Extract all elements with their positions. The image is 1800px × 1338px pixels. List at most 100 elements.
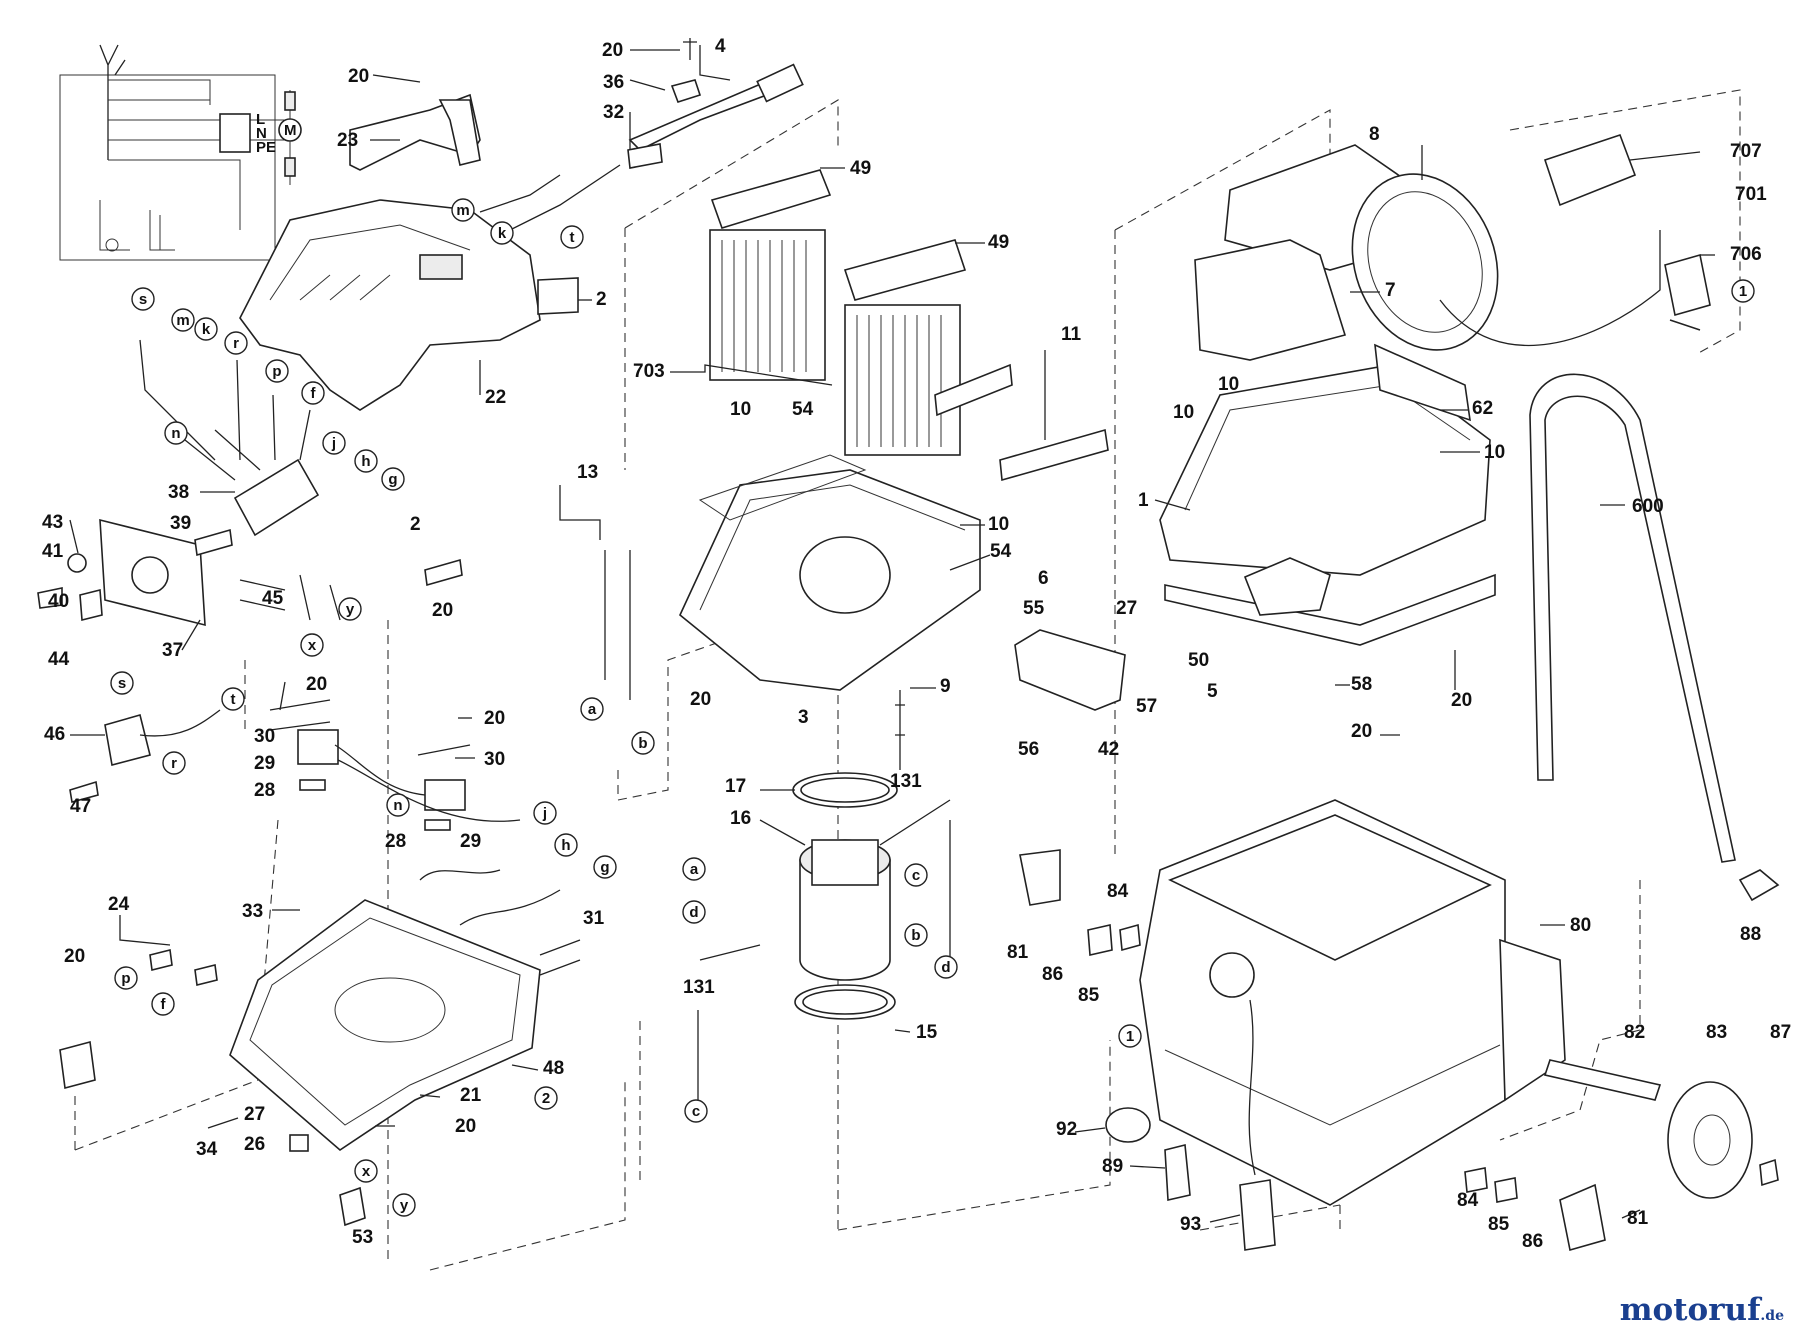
connection-marker-letter: x xyxy=(362,1163,371,1180)
connection-marker-circle xyxy=(1118,1024,1142,1048)
part-number-label: 36 xyxy=(603,72,624,93)
part-number-label: 41 xyxy=(42,541,64,562)
part-number-label: 55 xyxy=(1023,598,1045,619)
connection-marker-letter: j xyxy=(331,435,336,452)
part-number-label: 707 xyxy=(1730,141,1762,162)
connection-marker-circle xyxy=(554,833,578,857)
connection-marker-circle xyxy=(392,1193,416,1217)
part-number-label: 50 xyxy=(1188,650,1209,671)
part-number-label: 20 xyxy=(306,674,327,695)
part-number-label: 28 xyxy=(254,780,275,801)
part-number-label: 62 xyxy=(1472,398,1493,419)
part-number-label: 8 xyxy=(1369,124,1380,145)
motor-symbol-label: M xyxy=(284,122,297,139)
part-number-label: 10 xyxy=(1173,402,1194,423)
part-number-label: 29 xyxy=(254,753,275,774)
connection-marker-circle xyxy=(300,633,324,657)
connection-marker-letter: x xyxy=(308,637,317,654)
connection-marker-circle xyxy=(533,801,557,825)
power-cord-parts xyxy=(479,38,804,231)
connection-marker-circle xyxy=(490,221,514,245)
connection-marker-letter: b xyxy=(911,927,920,944)
connection-marker-letter: p xyxy=(272,363,281,380)
connection-marker-letter: g xyxy=(388,471,397,488)
part-number-label: 9 xyxy=(940,676,951,697)
part-number-label: 31 xyxy=(583,908,605,929)
wiring-label-N: N xyxy=(256,125,267,142)
connection-marker-letter: 1 xyxy=(1126,1028,1134,1045)
connection-marker-circle xyxy=(164,421,188,445)
connection-marker-circle xyxy=(354,449,378,473)
part-number-label: 16 xyxy=(730,808,751,829)
connection-marker-letter: g xyxy=(600,859,609,876)
connection-marker-letter: k xyxy=(498,225,507,242)
part-number-label: 38 xyxy=(168,482,189,503)
connection-marker-letter: t xyxy=(231,691,236,708)
part-number-label: 32 xyxy=(603,102,624,123)
part-number-label: 20 xyxy=(1351,721,1372,742)
connection-marker-circle xyxy=(451,198,475,222)
connection-marker-circle xyxy=(381,467,405,491)
connection-marker-letter: y xyxy=(346,601,355,618)
part-number-label: 3 xyxy=(798,707,809,728)
connection-marker-letter: h xyxy=(361,453,370,470)
part-number-label: 4 xyxy=(715,36,726,57)
connection-marker-circle xyxy=(301,381,325,405)
connection-marker-circle xyxy=(682,900,706,924)
connection-marker-letter: a xyxy=(690,861,699,878)
connection-marker-circle xyxy=(162,751,186,775)
connection-marker-circle xyxy=(221,687,245,711)
part-number-label: 703 xyxy=(633,361,665,382)
part-number-label: 83 xyxy=(1706,1022,1727,1043)
part-number-label: 20 xyxy=(484,708,505,729)
connection-marker-circle xyxy=(354,1159,378,1183)
watermark-suffix: .de xyxy=(1760,1308,1784,1324)
connection-marker-circle xyxy=(904,923,928,947)
part-number-label: 43 xyxy=(42,512,63,533)
connection-marker-letter: n xyxy=(171,425,180,442)
connection-marker-letter: p xyxy=(121,970,130,987)
part-number-label: 7 xyxy=(1385,280,1396,301)
part-number-label: 1 xyxy=(1138,490,1149,511)
leader-lines xyxy=(69,45,1715,1223)
connection-marker-circle xyxy=(1731,279,1755,303)
connection-marker-circle xyxy=(110,671,134,695)
part-number-label: 53 xyxy=(352,1227,373,1248)
connection-marker-letter: c xyxy=(692,1103,700,1120)
part-number-label: 46 xyxy=(44,724,65,745)
part-number-label: 10 xyxy=(1218,374,1239,395)
connection-marker-circle xyxy=(338,597,362,621)
part-number-label: 39 xyxy=(170,513,191,534)
part-number-label: 27 xyxy=(244,1104,265,1125)
dust-container xyxy=(1139,144,1566,1206)
part-number-label: 2 xyxy=(596,289,607,310)
switch-assembly xyxy=(37,339,463,804)
connection-marker-circle xyxy=(386,793,410,817)
part-number-label: 84 xyxy=(1107,881,1129,902)
connection-marker-circle xyxy=(114,966,138,990)
part-number-label: 10 xyxy=(730,399,751,420)
connection-marker-circle xyxy=(534,1086,558,1110)
telescopic-tube xyxy=(1529,373,1780,902)
connection-marker-letter: r xyxy=(233,335,239,352)
connection-marker-letter: h xyxy=(561,837,570,854)
part-number-label: 20 xyxy=(1451,690,1472,711)
connection-marker-circle xyxy=(904,863,928,887)
wheel-assembly xyxy=(1543,1059,1779,1199)
connection-marker-circle xyxy=(151,992,175,1016)
part-number-label: 93 xyxy=(1180,1214,1201,1235)
part-number-label: 29 xyxy=(460,831,481,852)
part-number-label: 89 xyxy=(1102,1156,1123,1177)
connection-marker-letter: d xyxy=(941,959,950,976)
part-number-label: 82 xyxy=(1624,1022,1645,1043)
part-number-label: 30 xyxy=(254,726,275,747)
part-number-label: 44 xyxy=(48,649,70,670)
part-number-label: 85 xyxy=(1078,985,1100,1006)
top-housing xyxy=(239,93,579,411)
part-number-label: 24 xyxy=(108,894,130,915)
connection-marker-letter: f xyxy=(311,385,317,402)
part-number-label: 54 xyxy=(792,399,814,420)
connection-marker-letter: n xyxy=(393,797,402,814)
connection-marker-letter: j xyxy=(542,805,547,822)
